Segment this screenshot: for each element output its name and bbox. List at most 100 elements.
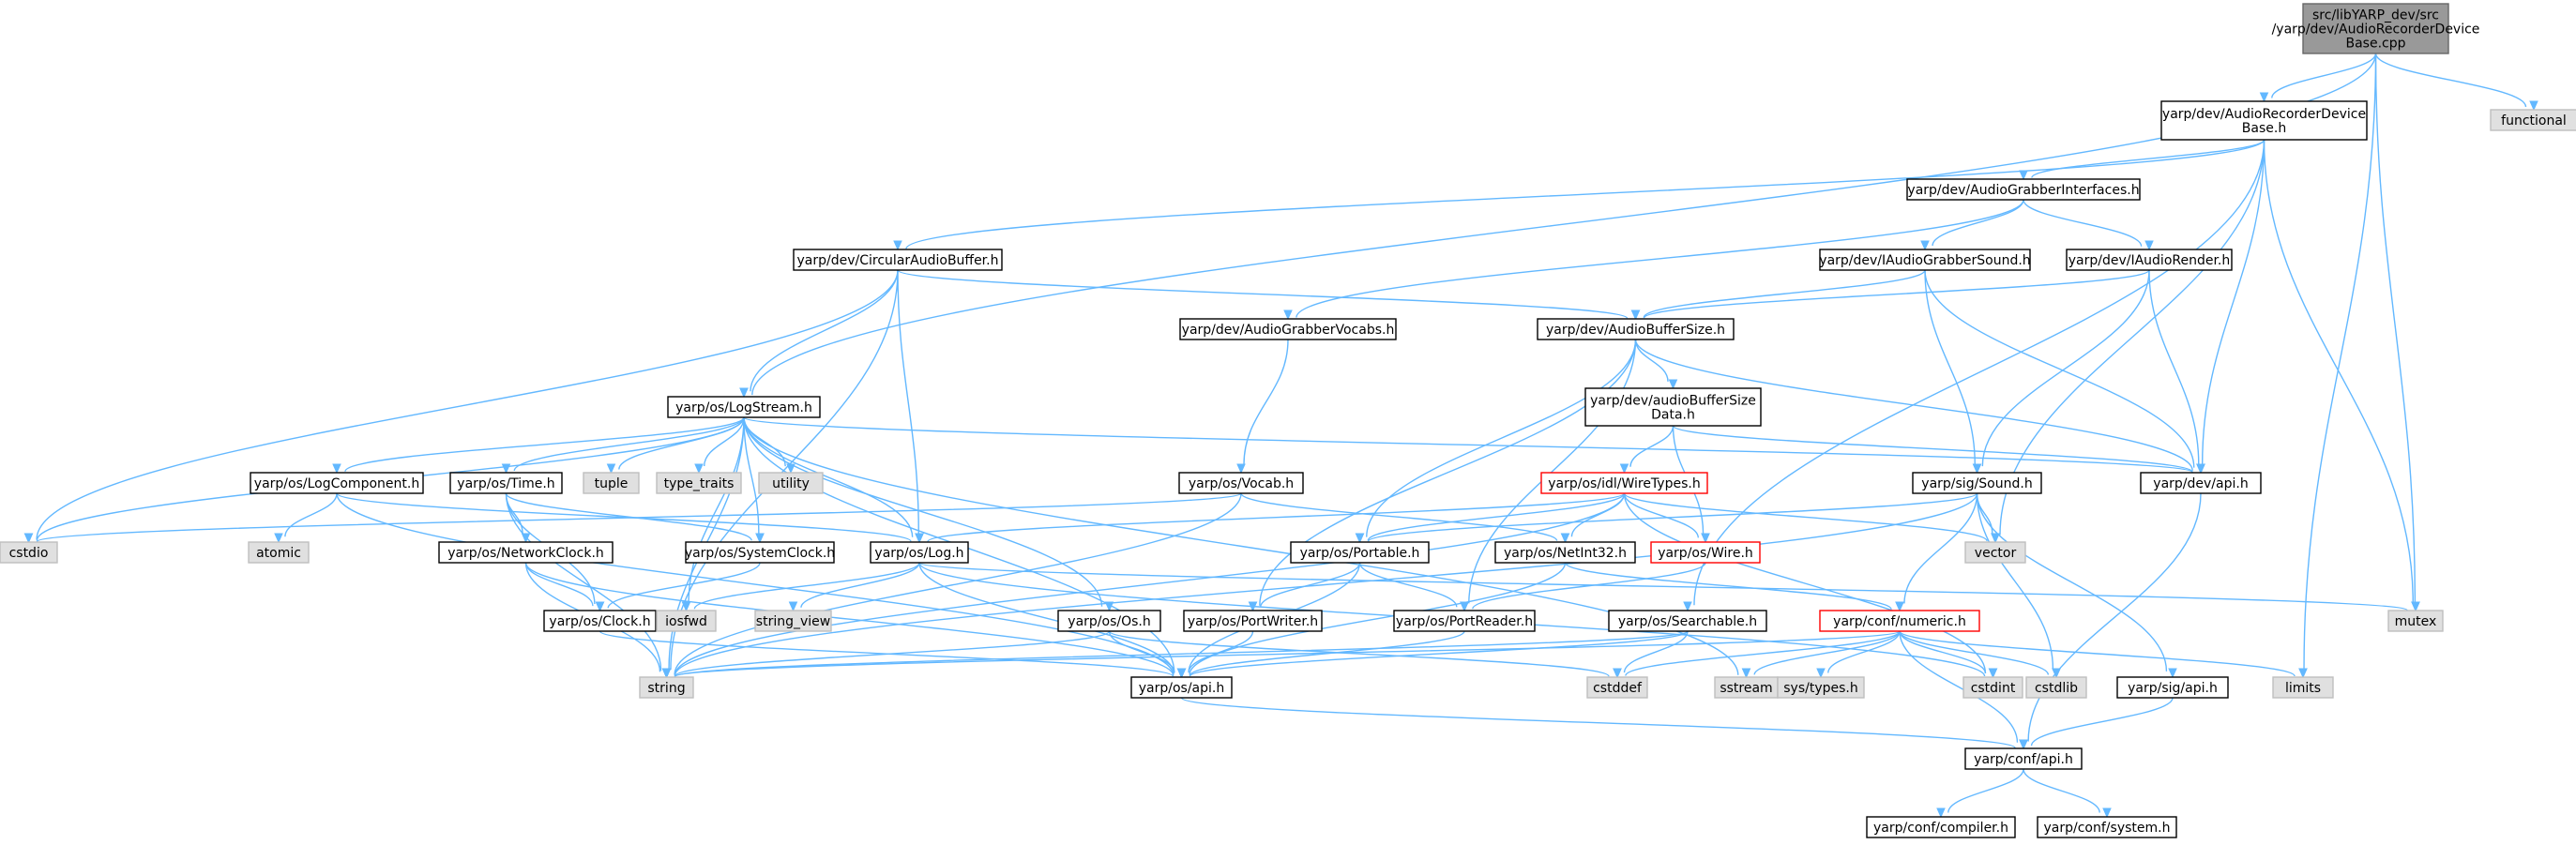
edge-vocab-to-string: [674, 492, 1242, 675]
node-numeric[interactable]: yarp/conf/numeric.h: [1819, 610, 1980, 632]
edge-iRender-to-devApi: [2148, 269, 2200, 465]
node-soundH[interactable]: yarp/sig/Sound.h: [1912, 472, 2042, 494]
node-sysClock[interactable]: yarp/os/SystemClock.h: [685, 541, 835, 564]
node-label: yarp/os/Clock.h: [549, 614, 650, 629]
node-portWriter[interactable]: yarp/os/PortWriter.h: [1183, 610, 1323, 632]
node-netInt32[interactable]: yarp/os/NetInt32.h: [1494, 541, 1636, 564]
edge-iGrabberSound-to-soundH: [1924, 269, 1976, 465]
node-limits[interactable]: limits: [2272, 676, 2334, 699]
edge-logStream-to-timeH: [513, 416, 745, 472]
node-label: tuple: [595, 476, 629, 491]
node-atomic[interactable]: atomic: [248, 541, 310, 564]
node-box: [1540, 472, 1708, 494]
arrow-head: [2144, 240, 2154, 251]
node-box: [0, 541, 58, 564]
node-timeH[interactable]: yarp/os/Time.h: [449, 472, 563, 494]
arrow-head: [1560, 533, 1570, 544]
node-iGrabberSound[interactable]: yarp/dev/IAudioGrabberSound.h: [1819, 249, 2031, 271]
node-circBuf[interactable]: yarp/dev/CircularAudioBuffer.h: [793, 249, 1003, 271]
node-root[interactable]: src/libYARP_dev/src/yarp/dev/AudioRecord…: [2272, 3, 2480, 54]
node-portable[interactable]: yarp/os/Portable.h: [1290, 541, 1430, 564]
node-label: yarp/os/Searchable.h: [1618, 614, 1757, 629]
node-grabberIfaces[interactable]: yarp/dev/AudioGrabberInterfaces.h: [1906, 178, 2141, 201]
edge-iRender-to-bufSize: [1643, 269, 2150, 319]
node-logStream[interactable]: yarp/os/LogStream.h: [667, 396, 821, 418]
node-netClock[interactable]: yarp/os/NetworkClock.h: [438, 541, 614, 564]
edge-confApi-to-system: [2023, 768, 2100, 813]
node-cstddef[interactable]: cstddef: [1586, 676, 1648, 699]
edge-netInt32-to-osApi: [1189, 562, 1567, 675]
edge-searchable-to-osApi: [1189, 630, 1689, 677]
edge-bufSizeData-to-wireTypes: [1629, 425, 1674, 467]
node-grabberVocabs[interactable]: yarp/dev/AudioGrabberVocabs.h: [1179, 318, 1397, 340]
edge-soundH-to-numeric: [1903, 492, 1978, 604]
arrow-head: [2019, 739, 2028, 750]
edge-logStream-to-sysClock: [743, 416, 760, 535]
node-wireH[interactable]: yarp/os/Wire.h: [1650, 541, 1761, 564]
edge-recBaseH-to-devApi: [2201, 139, 2265, 465]
arrow-head: [1741, 668, 1751, 679]
node-label: yarp/os/LogComponent.h: [254, 476, 419, 491]
node-stringView[interactable]: string_view: [754, 610, 832, 632]
node-label: cstdint: [1971, 681, 2016, 696]
node-label: yarp/os/NetworkClock.h: [447, 546, 604, 561]
edge-recBaseH-to-searchable: [1693, 139, 2265, 606]
node-label: yarp/dev/IAudioRender.h: [2068, 253, 2231, 268]
node-label: yarp/os/Portable.h: [1300, 546, 1420, 561]
node-label: yarp/os/SystemClock.h: [685, 546, 835, 561]
node-iRender[interactable]: yarp/dev/IAudioRender.h: [2066, 249, 2233, 271]
edge-root-to-logStream: [751, 53, 2377, 396]
node-label: yarp/conf/api.h: [1974, 752, 2073, 767]
node-string[interactable]: string: [639, 676, 694, 699]
edge-root-to-recBaseH: [2271, 53, 2377, 98]
node-sigApi[interactable]: yarp/sig/api.h: [2116, 676, 2229, 699]
node-functional[interactable]: functional: [2490, 109, 2576, 131]
node-label: atomic: [256, 546, 301, 561]
node-iosfwd[interactable]: iosfwd: [656, 610, 717, 632]
node-searchable[interactable]: yarp/os/Searchable.h: [1608, 610, 1767, 632]
node-wireTypes[interactable]: yarp/os/idl/WireTypes.h: [1540, 472, 1708, 494]
node-box: [1130, 676, 1233, 699]
node-sysTypes[interactable]: sys/types.h: [1777, 676, 1865, 699]
node-compiler[interactable]: yarp/conf/compiler.h: [1866, 816, 2016, 838]
arrow-head: [1988, 668, 1998, 679]
node-vocab[interactable]: yarp/os/Vocab.h: [1178, 472, 1304, 494]
edge-iRender-to-soundH: [1981, 269, 2150, 467]
node-logComponent[interactable]: yarp/os/LogComponent.h: [250, 472, 424, 494]
arrow-head: [1816, 668, 1826, 679]
edge-osApi-to-confApi: [1180, 697, 2016, 749]
node-system[interactable]: yarp/conf/system.h: [2037, 816, 2177, 838]
edge-circBuf-to-string: [670, 269, 899, 671]
edge-logComponent-to-osApi: [336, 492, 1174, 676]
node-label: Data.h: [1651, 408, 1695, 423]
edge-grabberIfaces-to-iRender: [2023, 199, 2143, 247]
node-label: yarp/conf/compiler.h: [1873, 821, 2008, 836]
node-tuple[interactable]: tuple: [583, 472, 640, 494]
node-vector[interactable]: vector: [1964, 541, 2026, 564]
node-portReader[interactable]: yarp/os/PortReader.h: [1393, 610, 1536, 632]
node-label: yarp/os/Wire.h: [1658, 546, 1753, 561]
node-cstdio[interactable]: cstdio: [0, 541, 58, 564]
node-logH[interactable]: yarp/os/Log.h: [870, 541, 969, 564]
edge-searchable-to-cstddef: [1623, 630, 1689, 673]
node-cstdlib[interactable]: cstdlib: [2025, 676, 2087, 699]
node-mutex[interactable]: mutex: [2387, 610, 2444, 632]
node-utility[interactable]: utility: [758, 472, 824, 494]
node-box: [1586, 676, 1648, 699]
node-typeTraits[interactable]: type_traits: [656, 472, 742, 494]
node-osH[interactable]: yarp/os/Os.h: [1057, 610, 1161, 632]
header-nodes: src/libYARP_dev/src/yarp/dev/AudioRecord…: [0, 3, 2576, 838]
node-devApi[interactable]: yarp/dev/api.h: [2140, 472, 2262, 494]
node-cstdint[interactable]: cstdint: [1962, 676, 2023, 699]
node-clockH[interactable]: yarp/os/Clock.h: [543, 610, 657, 632]
node-bufSize[interactable]: yarp/dev/AudioBufferSize.h: [1537, 318, 1735, 340]
node-osApi[interactable]: yarp/os/api.h: [1130, 676, 1233, 699]
edge-grabberIfaces-to-grabberVocabs: [1296, 199, 2024, 318]
node-confApi[interactable]: yarp/conf/api.h: [1964, 747, 2083, 770]
node-box: [2025, 676, 2087, 699]
edge-circBuf-to-cstdio: [36, 269, 899, 540]
node-sstream[interactable]: sstream: [1714, 676, 1779, 699]
arrow-head: [755, 533, 765, 544]
